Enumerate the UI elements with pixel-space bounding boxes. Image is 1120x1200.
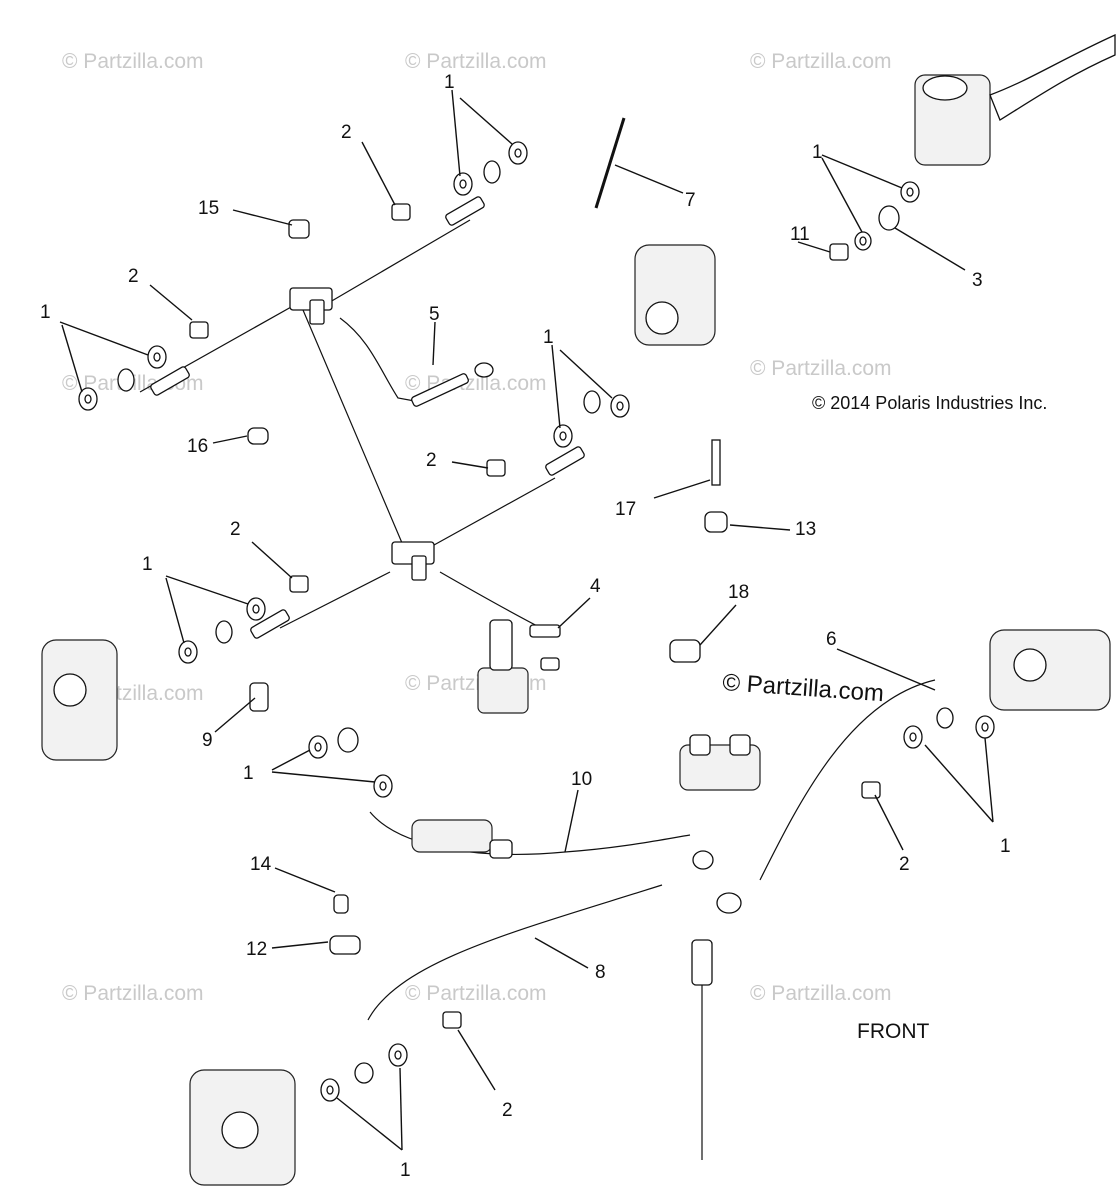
fitting-4 xyxy=(529,624,561,671)
copyright-notice: © 2014 Polaris Industries Inc. xyxy=(812,393,1047,413)
hose-10 xyxy=(369,811,691,855)
callout-2-left: 2 xyxy=(128,266,139,287)
part-17 xyxy=(711,439,721,486)
callout-10: 10 xyxy=(571,769,592,790)
callout-2-bottom: 2 xyxy=(502,1100,513,1121)
diagonal-line xyxy=(302,309,406,551)
bolts xyxy=(189,203,881,1029)
banjo-6 xyxy=(936,707,954,729)
part-13 xyxy=(704,511,728,533)
upper-tee-stem xyxy=(309,299,325,325)
caliper-left xyxy=(41,639,118,761)
middle-right-line xyxy=(424,477,556,551)
callout-12: 12 xyxy=(246,939,267,960)
leader-lines xyxy=(59,89,994,1151)
banjo-middle-right xyxy=(545,390,601,476)
callout-14: 14 xyxy=(250,854,272,875)
banjo-6-bottom xyxy=(716,892,742,914)
watermark-9: © Partzilla.com xyxy=(62,982,204,1005)
line-5 xyxy=(339,317,421,403)
watermark-2: © Partzilla.com xyxy=(405,50,547,73)
callout-15: 15 xyxy=(198,198,219,219)
part-15 xyxy=(288,219,310,239)
master-cylinder-rear xyxy=(679,734,761,791)
part-14 xyxy=(333,894,349,914)
middle-tee-stem xyxy=(411,555,427,581)
washers xyxy=(78,141,995,1102)
watermark-dark: © Partzilla.com xyxy=(722,669,885,707)
callout-6: 6 xyxy=(826,629,837,650)
fitting-3 xyxy=(878,205,900,231)
callout-9: 9 xyxy=(202,730,213,751)
callout-1-top: 1 xyxy=(444,72,455,93)
callout-5: 5 xyxy=(429,304,440,325)
callout-2-top: 2 xyxy=(341,122,352,143)
callout-1-lower-left: 1 xyxy=(142,554,153,575)
callout-2-right: 2 xyxy=(899,854,910,875)
callout-11: 11 xyxy=(790,224,810,245)
callout-1-master: 1 xyxy=(812,142,823,163)
master-cylinder-middle xyxy=(411,819,513,859)
hose-end-fitting xyxy=(691,939,713,986)
rod-7 xyxy=(594,117,626,209)
callout-13: 13 xyxy=(795,519,816,540)
banjo-upper-right xyxy=(445,160,501,226)
caliper-upper-middle xyxy=(634,244,716,346)
callout-2-middle: 2 xyxy=(426,450,437,471)
callout-1-bottom: 1 xyxy=(400,1160,411,1181)
callout-3: 3 xyxy=(972,270,983,291)
callout-1-hose-10: 1 xyxy=(243,763,254,784)
fitting-5 xyxy=(411,362,494,407)
front-label: FRONT xyxy=(857,1020,929,1043)
part-16 xyxy=(247,427,269,445)
banjo-upper-left xyxy=(117,366,190,396)
hose-6 xyxy=(759,679,936,881)
caliper-right xyxy=(989,629,1111,711)
banjo-8-bottom xyxy=(354,1062,374,1084)
callout-2-lower-left: 2 xyxy=(230,519,241,540)
watermark-3: © Partzilla.com xyxy=(750,50,892,73)
callout-7: 7 xyxy=(685,190,696,211)
parts xyxy=(41,33,1116,1186)
callout-18: 18 xyxy=(728,582,749,603)
callout-17: 17 xyxy=(615,499,636,520)
banjo-middle-left xyxy=(215,609,290,644)
callout-16: 16 xyxy=(187,436,208,457)
part-12 xyxy=(329,935,361,955)
hose-8 xyxy=(367,884,663,1021)
middle-left-line xyxy=(279,571,391,629)
upper-right-line xyxy=(329,219,471,303)
proportioning-valve xyxy=(477,619,529,714)
banjo-8-top xyxy=(692,850,714,870)
callout-1-right: 1 xyxy=(1000,836,1011,857)
callouts: 1 2 15 2 1 5 7 1 11 3 1 16 2 17 13 2 1 4… xyxy=(40,72,1011,1181)
master-cylinder-top-right xyxy=(914,33,1116,166)
part-9 xyxy=(249,682,269,712)
brake-lines xyxy=(139,117,936,1160)
watermark-11: © Partzilla.com xyxy=(750,982,892,1005)
part-18 xyxy=(669,639,701,663)
watermark-1: © Partzilla.com xyxy=(62,50,204,73)
callout-8: 8 xyxy=(595,962,606,983)
callout-4: 4 xyxy=(590,576,601,597)
line-4 xyxy=(439,571,546,631)
callout-1-middle: 1 xyxy=(543,327,554,348)
watermark-6: © Partzilla.com xyxy=(750,357,892,380)
callout-1-left: 1 xyxy=(40,302,51,323)
part-11 xyxy=(829,243,849,261)
fitting-hose-10 xyxy=(337,727,359,753)
caliper-bottom xyxy=(189,1069,296,1186)
watermark-10: © Partzilla.com xyxy=(405,982,547,1005)
